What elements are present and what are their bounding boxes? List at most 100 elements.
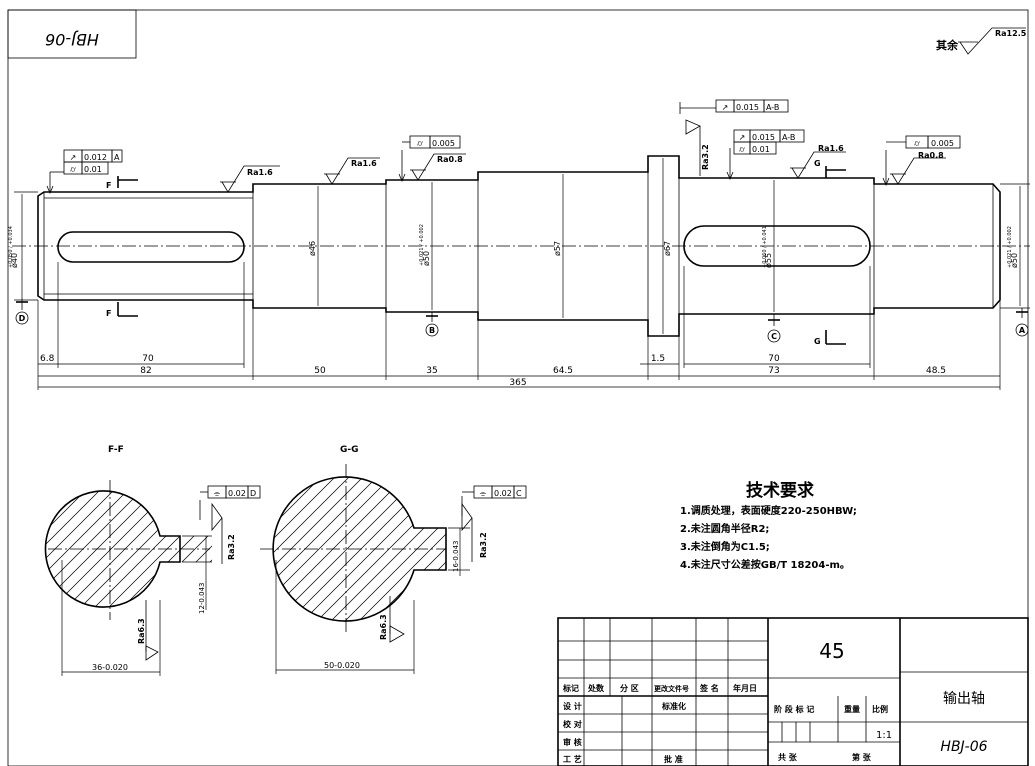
roughness-r2: Ra1.6 (324, 157, 380, 185)
hatch-line (193, 490, 212, 607)
svg-text:⌭: ⌭ (914, 139, 920, 148)
svg-text:A-B: A-B (782, 133, 795, 142)
section-mark-G-bottom: G (814, 330, 846, 346)
svg-text:年月日: 年月日 (733, 683, 757, 693)
svg-text:⌯: ⌯ (480, 489, 487, 498)
roughness-r4: Ra3.2 (685, 119, 710, 176)
svg-text:⌭: ⌭ (417, 139, 423, 148)
svg-text:0.012: 0.012 (84, 153, 107, 162)
dim-dia-46: ø46 (308, 241, 317, 256)
default-roughness-prefix: 其余 (936, 38, 959, 52)
svg-text:G: G (814, 159, 821, 168)
gdt-right: ↗ ⌭ 0.015 A-B 0.01 (726, 129, 805, 181)
hatch-line (273, 477, 387, 621)
dim-dia-55: ø55 (764, 253, 773, 268)
hatch-line (333, 477, 446, 621)
keyway-right (683, 225, 871, 267)
svg-text:工 艺: 工 艺 (563, 754, 582, 764)
hatch-line (95, 490, 212, 607)
hatch-line (319, 477, 446, 621)
roughness-r6: Ra0.8 (890, 151, 946, 185)
hatch-line (273, 477, 401, 621)
hatch-line (273, 477, 373, 621)
default-roughness-value: Ra12.5 (995, 29, 1027, 38)
svg-text:F-F: F-F (108, 445, 124, 455)
svg-text:Ra6.3: Ra6.3 (379, 614, 388, 640)
svg-text:0.005: 0.005 (931, 139, 954, 148)
svg-text:73: 73 (768, 366, 779, 376)
svg-text:0.005: 0.005 (432, 139, 455, 148)
svg-text:Ra0.8: Ra0.8 (918, 151, 944, 160)
svg-text:C: C (771, 332, 777, 341)
length-dimensions: 6.8 70 82 50 35 64.5 1.5 70 73 48.5 365 (37, 262, 1001, 390)
svg-text:标准化: 标准化 (661, 701, 686, 711)
svg-text:↗: ↗ (739, 133, 746, 142)
svg-text:A-B: A-B (766, 103, 779, 112)
hatch-line (45, 490, 111, 607)
dim-dia-50-right: ø50 (1010, 253, 1019, 268)
svg-text:F: F (106, 309, 111, 318)
section-mark-F-top: F (106, 176, 138, 190)
keyway-left (57, 231, 245, 263)
svg-text:35: 35 (426, 366, 437, 376)
svg-text:36-0.020: 36-0.020 (92, 663, 128, 672)
dim-dia-50: ø50 (422, 251, 431, 266)
technical-requirements: 技术要求 1.调质处理，表面硬度220-250HBW; 2.未注圆角半径R2; … (680, 480, 857, 571)
svg-text:G-G: G-G (340, 445, 359, 455)
hatch-line (45, 490, 97, 607)
svg-text:签 名: 签 名 (699, 683, 719, 693)
svg-text:0.02: 0.02 (494, 489, 512, 498)
dim-dia-57: ø57 (553, 241, 562, 256)
hatch-line (273, 477, 345, 621)
scale-value: 1:1 (876, 730, 892, 741)
dim-dia-50-tol: +0.021 / +0.002 (419, 224, 425, 266)
svg-text:16-0.043: 16-0.043 (452, 541, 460, 572)
tech-title: 技术要求 (746, 480, 814, 501)
svg-text:64.5: 64.5 (553, 366, 573, 376)
tech-item-2: 2.未注圆角半径R2; (680, 522, 769, 535)
hatch-line (291, 477, 446, 621)
svg-text:C: C (516, 489, 522, 498)
svg-text:Ra6.3: Ra6.3 (137, 618, 146, 644)
svg-text:70: 70 (768, 354, 780, 364)
svg-text:1.5: 1.5 (651, 354, 665, 364)
section-mark-F-bottom: F (106, 302, 138, 318)
section-mark-G-top: G (814, 159, 846, 178)
svg-text:Ra1.6: Ra1.6 (818, 144, 844, 153)
tech-item-4: 4.未注尺寸公差按GB/T 18204-m。 (680, 558, 850, 571)
svg-text:82: 82 (140, 366, 151, 376)
datum-B: B (425, 312, 439, 337)
svg-text:分 区: 分 区 (620, 683, 639, 693)
svg-text:B: B (429, 326, 435, 335)
svg-text:A: A (114, 153, 120, 162)
roughness-r1: Ra1.6 (220, 165, 280, 193)
hatch-line (45, 490, 167, 607)
hatch-line (123, 490, 212, 607)
svg-text:6.8: 6.8 (40, 354, 55, 364)
svg-text:第 张: 第 张 (852, 752, 872, 762)
svg-text:⌯: ⌯ (214, 489, 221, 498)
svg-text:D: D (19, 314, 26, 323)
default-surface-roughness: 其余 Ra12.5 (936, 27, 1027, 55)
gdt-left: ↗ ⌭ 0.012 A 0.01 (46, 149, 123, 195)
svg-text:A: A (1019, 326, 1026, 335)
svg-text:F: F (106, 181, 111, 190)
section-G-G: G-G 50-0.020 16-0.043 ⌯ 0.02 C Ra3.2 Ra6… (260, 445, 527, 674)
svg-text:⌭: ⌭ (739, 145, 745, 154)
svg-text:48.5: 48.5 (926, 366, 946, 376)
svg-text:Ra0.8: Ra0.8 (437, 155, 463, 164)
drawing-number: HBJ-06 (940, 739, 987, 755)
svg-text:0.015: 0.015 (736, 103, 759, 112)
tech-item-1: 1.调质处理，表面硬度220-250HBW; (680, 504, 857, 517)
svg-text:70: 70 (142, 354, 154, 364)
dim-dia-55-tol: +0.060 / +0.041 (762, 226, 768, 268)
svg-text:⌭: ⌭ (70, 165, 76, 174)
datum-C: C (767, 314, 781, 343)
svg-text:Ra3.2: Ra3.2 (227, 534, 236, 560)
svg-text:处数: 处数 (587, 683, 605, 693)
roughness-r3: Ra0.8 (410, 153, 466, 181)
hatch-line (45, 490, 69, 607)
svg-text:比例: 比例 (872, 704, 888, 714)
svg-text:标记: 标记 (562, 683, 579, 693)
